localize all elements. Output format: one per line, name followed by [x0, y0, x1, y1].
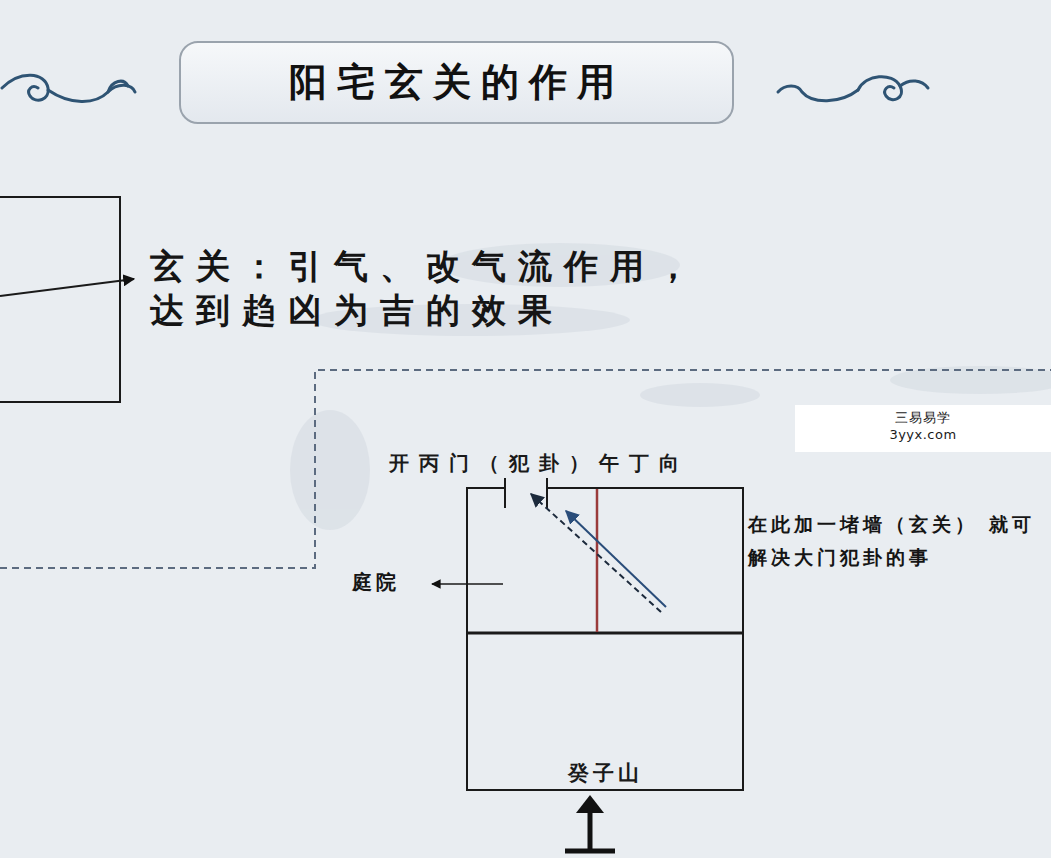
callout-text: 玄关：引气、改气流作用， 达到趋凶为吉的效果: [150, 244, 760, 332]
leader-arrow: [432, 583, 503, 585]
left-box: [0, 197, 120, 402]
cloud-texture: [290, 243, 1051, 530]
house-outline: [467, 478, 743, 790]
title: 阳宅玄关的作用: [180, 42, 733, 123]
door-note: 开丙门（犯卦）午丁向: [389, 450, 689, 476]
pointer-arrow: [0, 279, 134, 296]
mountain-label: 癸子山: [467, 760, 743, 787]
main-room: 癸子山: [467, 633, 743, 790]
wall-note: 在此加一堵墙（玄关） 就可解决大门犯卦的事: [748, 508, 1048, 575]
facing-arrow: [565, 795, 615, 851]
swirl-ornament: [778, 77, 928, 101]
qi-flow-arrow: [566, 511, 666, 607]
courtyard-label: 庭院: [352, 569, 422, 595]
watermark-text: 3yyx.com: [795, 427, 1051, 444]
qi-flow-arrow: [531, 494, 661, 612]
watermark-text: 三易易学: [795, 410, 1051, 427]
house-plan: 开丙门（犯卦）午丁向癸子山: [467, 488, 743, 790]
dashed-divider: [0, 370, 1051, 568]
title-banner: [180, 42, 733, 123]
watermark-box: 三易易学3yyx.com: [795, 405, 1051, 452]
screen-wall: [596, 489, 599, 632]
swirl-ornament: [2, 75, 135, 101]
